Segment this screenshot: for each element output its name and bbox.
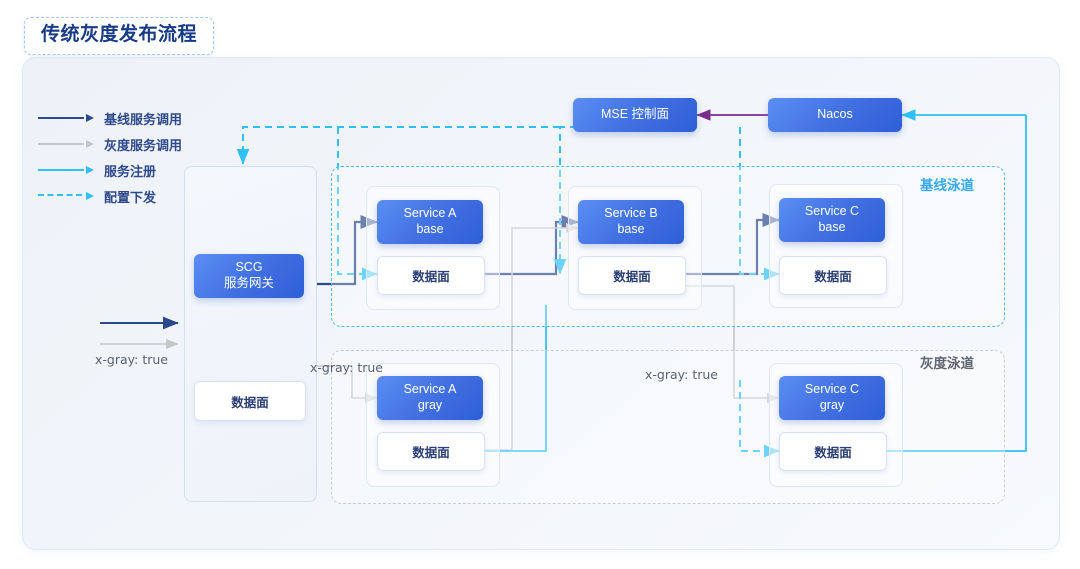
- node-service-b-base-dataplane[interactable]: 数据面: [578, 256, 686, 295]
- legend: 基线服务调用 灰度服务调用 服务注册 配置下发: [38, 105, 182, 209]
- node-label: 数据面: [412, 446, 450, 460]
- lane-title-baseline: 基线泳道: [920, 178, 974, 193]
- legend-label: 基线服务调用: [104, 111, 183, 127]
- node-label-line2: base: [818, 220, 846, 234]
- node-label-line1: SCG: [235, 260, 263, 275]
- node-scg-dataplane[interactable]: 数据面: [194, 381, 306, 421]
- node-label: 数据面: [231, 395, 269, 410]
- legend-label: 配置下发: [104, 189, 157, 205]
- node-service-c-gray[interactable]: Service C gray: [779, 376, 885, 420]
- node-label-line1: Service A: [403, 206, 457, 221]
- node-label-line2: base: [617, 222, 645, 236]
- node-label-line2: gray: [819, 398, 845, 412]
- node-label-line2: base: [416, 222, 444, 236]
- node-service-a-base-dataplane[interactable]: 数据面: [377, 256, 485, 295]
- page-title: 传统灰度发布流程: [41, 24, 198, 45]
- node-label-line1: Service A: [403, 382, 457, 397]
- node-label-line2: 服务网关: [223, 276, 274, 290]
- annotation-a-gray-tag: x-gray: true: [310, 360, 383, 375]
- legend-item-service-register: 服务注册: [38, 157, 182, 183]
- node-service-c-base[interactable]: Service C base: [779, 198, 885, 242]
- node-scg-gateway[interactable]: SCG 服务网关: [194, 254, 304, 298]
- gateway-panel: [184, 166, 317, 502]
- node-service-c-gray-dataplane[interactable]: 数据面: [779, 432, 887, 471]
- node-label-line1: Service C: [804, 382, 860, 397]
- legend-label: 灰度服务调用: [104, 137, 183, 153]
- legend-item-config-push: 配置下发: [38, 183, 182, 209]
- node-service-a-base[interactable]: Service A base: [377, 200, 483, 244]
- node-label: 数据面: [412, 270, 450, 284]
- node-label-line1: Service C: [804, 204, 860, 219]
- node-label: 数据面: [814, 270, 852, 284]
- annotation-c-gray-tag: x-gray: true: [645, 367, 718, 382]
- legend-label: 服务注册: [104, 163, 157, 179]
- node-nacos[interactable]: Nacos: [768, 98, 902, 132]
- node-label: MSE 控制面: [600, 107, 670, 122]
- node-label: 数据面: [613, 270, 651, 284]
- node-label: 数据面: [814, 446, 852, 460]
- legend-item-gray-call: 灰度服务调用: [38, 131, 182, 157]
- node-mse-control-plane[interactable]: MSE 控制面: [573, 98, 697, 132]
- node-service-a-gray-dataplane[interactable]: 数据面: [377, 432, 485, 471]
- node-service-c-base-dataplane[interactable]: 数据面: [779, 256, 887, 295]
- node-service-a-gray[interactable]: Service A gray: [377, 376, 483, 420]
- node-label: Nacos: [817, 107, 853, 122]
- annotation-ingress-gray-tag: x-gray: true: [95, 352, 168, 367]
- lane-title-gray: 灰度泳道: [920, 356, 974, 371]
- node-service-b-base[interactable]: Service B base: [578, 200, 684, 244]
- diagram-title-chip: 传统灰度发布流程: [24, 17, 215, 55]
- node-label-line1: Service B: [604, 206, 658, 221]
- legend-item-baseline-call: 基线服务调用: [38, 105, 182, 131]
- node-label-line2: gray: [417, 398, 443, 412]
